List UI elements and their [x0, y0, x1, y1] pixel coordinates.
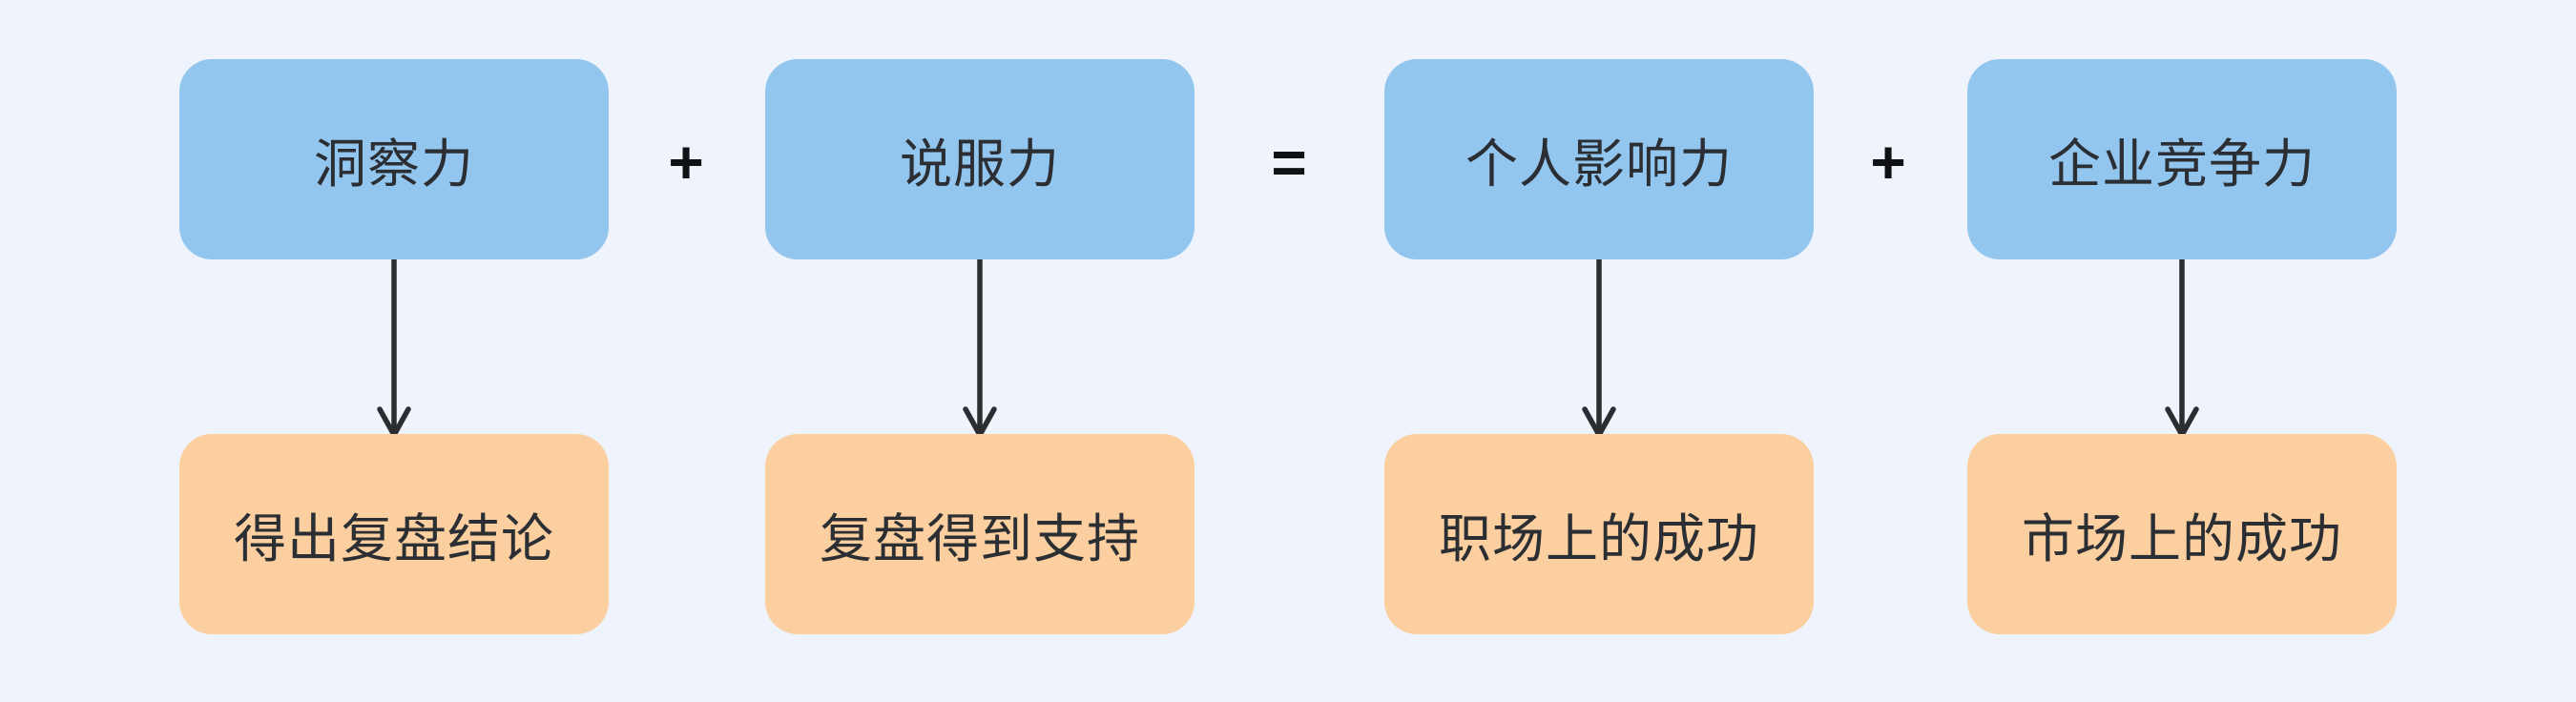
flow-node-insight: 洞察力: [179, 59, 609, 259]
flow-node-persuasion: 说服力: [765, 59, 1195, 259]
flow-node-review-conclusion: 得出复盘结论: [179, 434, 609, 634]
plus-operator-2: +: [1870, 128, 1906, 196]
equals-operator: =: [1271, 128, 1307, 196]
flow-node-workplace-success: 职场上的成功: [1384, 434, 1814, 634]
plus-operator-1: +: [668, 128, 704, 196]
down-arrow-icon: [1582, 259, 1616, 438]
flow-node-enterprise-competitiveness: 企业竞争力: [1967, 59, 2397, 259]
down-arrow-icon: [2165, 259, 2199, 438]
flow-node-review-support: 复盘得到支持: [765, 434, 1195, 634]
down-arrow-icon: [963, 259, 997, 438]
flow-node-personal-influence: 个人影响力: [1384, 59, 1814, 259]
down-arrow-icon: [377, 259, 411, 438]
flow-node-market-success: 市场上的成功: [1967, 434, 2397, 634]
